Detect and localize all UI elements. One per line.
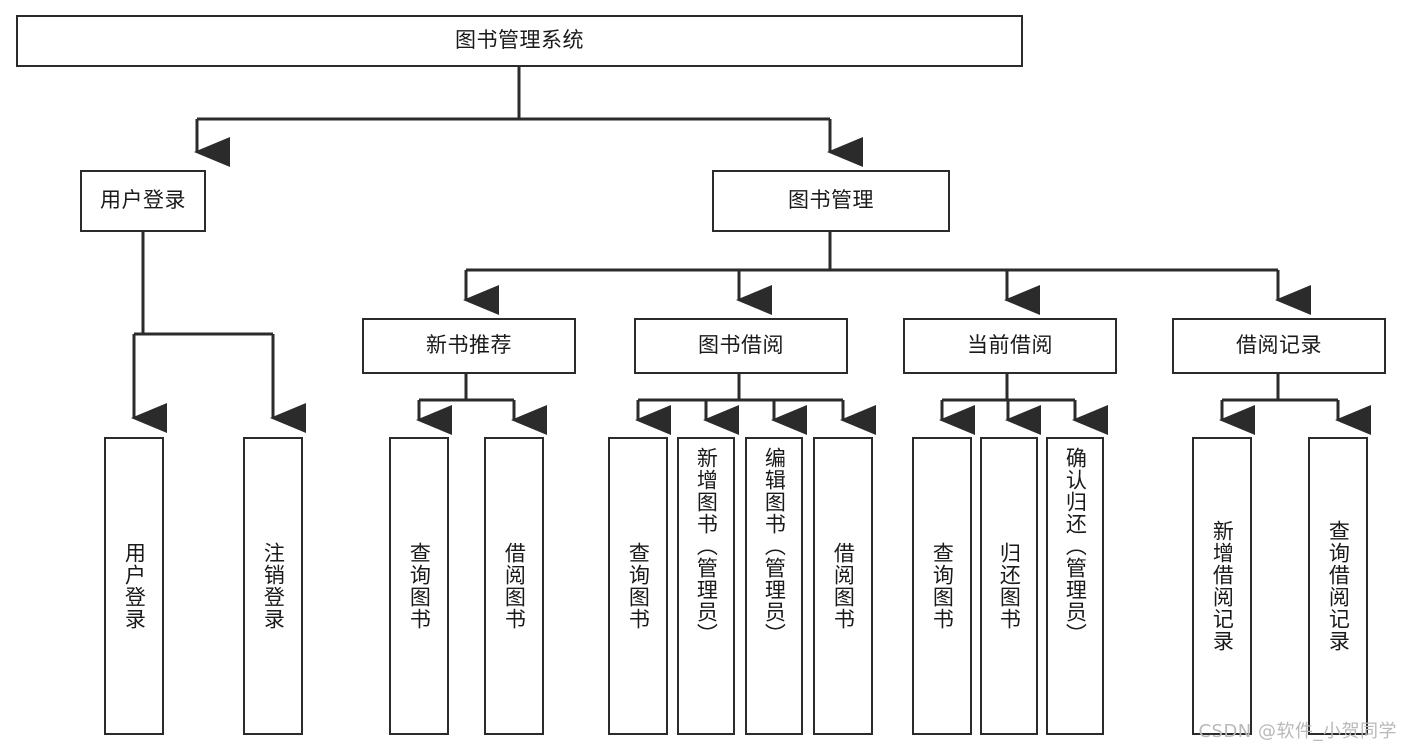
leaf-borrow-book-1[interactable]: 借阅图书 — [484, 437, 544, 735]
leaf-borrow-book-2[interactable]: 借阅图书 — [813, 437, 873, 735]
leaf-add-book-admin[interactable]: 新增图书（管理员） — [677, 437, 735, 735]
node-root-system[interactable]: 图书管理系统 — [16, 15, 1023, 67]
node-label: 用户登录 — [100, 188, 186, 213]
node-borrow-record[interactable]: 借阅记录 — [1172, 318, 1386, 374]
node-current-borrow[interactable]: 当前借阅 — [903, 318, 1117, 374]
node-label: 新书推荐 — [426, 333, 512, 358]
leaf-query-book-2[interactable]: 查询图书 — [608, 437, 668, 735]
node-label: 图书管理系统 — [455, 28, 584, 53]
node-label: 查询图书 — [930, 542, 955, 630]
node-label: 归还图书 — [997, 542, 1022, 630]
leaf-confirm-return-admin[interactable]: 确认归还（管理员） — [1046, 437, 1104, 735]
node-label: 用户登录 — [122, 542, 147, 630]
node-label: 当前借阅 — [967, 333, 1053, 358]
node-label: 借阅图书 — [502, 542, 527, 630]
node-label: 新增借阅记录 — [1210, 520, 1235, 652]
node-label: 借阅记录 — [1236, 333, 1322, 358]
leaf-user-login[interactable]: 用户登录 — [104, 437, 164, 735]
node-label: 图书借阅 — [698, 333, 784, 358]
leaf-logout-login[interactable]: 注销登录 — [243, 437, 303, 735]
node-new-book-recommend[interactable]: 新书推荐 — [362, 318, 576, 374]
node-label: 注销登录 — [261, 542, 286, 630]
node-book-management[interactable]: 图书管理 — [712, 170, 950, 232]
watermark-text: CSDN @软件_小贺同学 — [1198, 721, 1397, 742]
node-user-login[interactable]: 用户登录 — [80, 170, 206, 232]
node-label: 新增图书（管理员） — [694, 447, 719, 645]
node-label: 查询借阅记录 — [1326, 520, 1351, 652]
node-label: 借阅图书 — [831, 542, 856, 630]
leaf-edit-book-admin[interactable]: 编辑图书（管理员） — [745, 437, 803, 735]
leaf-query-borrow-record[interactable]: 查询借阅记录 — [1308, 437, 1368, 735]
leaf-query-book-3[interactable]: 查询图书 — [912, 437, 972, 735]
node-book-borrow[interactable]: 图书借阅 — [634, 318, 848, 374]
node-label: 确认归还（管理员） — [1063, 447, 1088, 645]
node-label: 查询图书 — [626, 542, 651, 630]
leaf-add-borrow-record[interactable]: 新增借阅记录 — [1192, 437, 1252, 735]
node-label: 图书管理 — [788, 188, 874, 213]
leaf-return-book[interactable]: 归还图书 — [980, 437, 1038, 735]
leaf-query-book-1[interactable]: 查询图书 — [389, 437, 449, 735]
node-label: 编辑图书（管理员） — [762, 447, 787, 645]
node-label: 查询图书 — [407, 542, 432, 630]
